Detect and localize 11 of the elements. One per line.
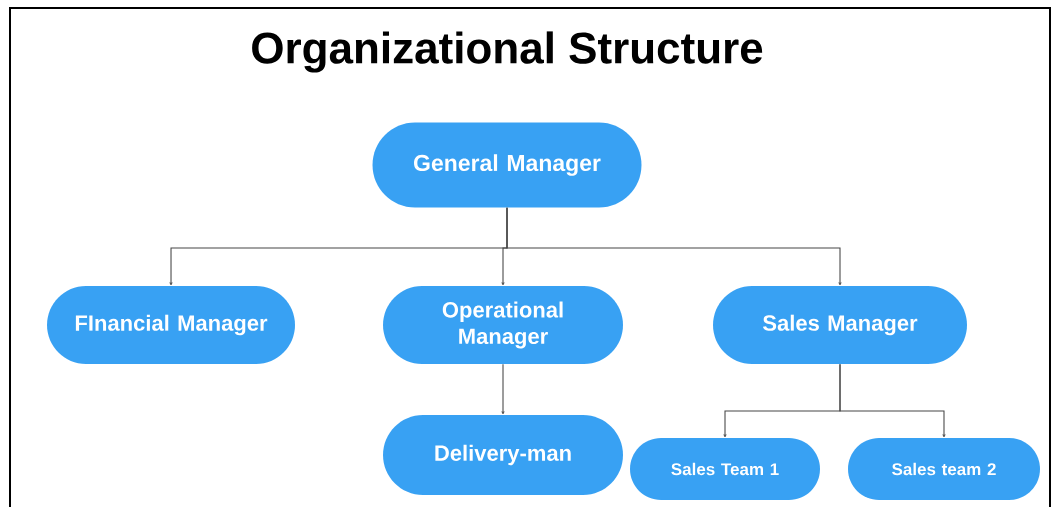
connector-arrow [839,363,946,438]
role-box: General Manager [372,122,642,208]
role-box: Sales team 2 [848,438,1040,500]
connector-arrow [506,207,842,286]
connector-arrow [501,363,505,415]
role-box: Delivery-man [383,415,623,495]
role-box: FInancial Manager [47,286,295,364]
role-box: Sales Manager [713,286,967,364]
title: Organizational Structure [252,31,763,73]
role-box: Sales Team 1 [630,438,820,500]
role-box: Operational Manager [383,286,623,364]
